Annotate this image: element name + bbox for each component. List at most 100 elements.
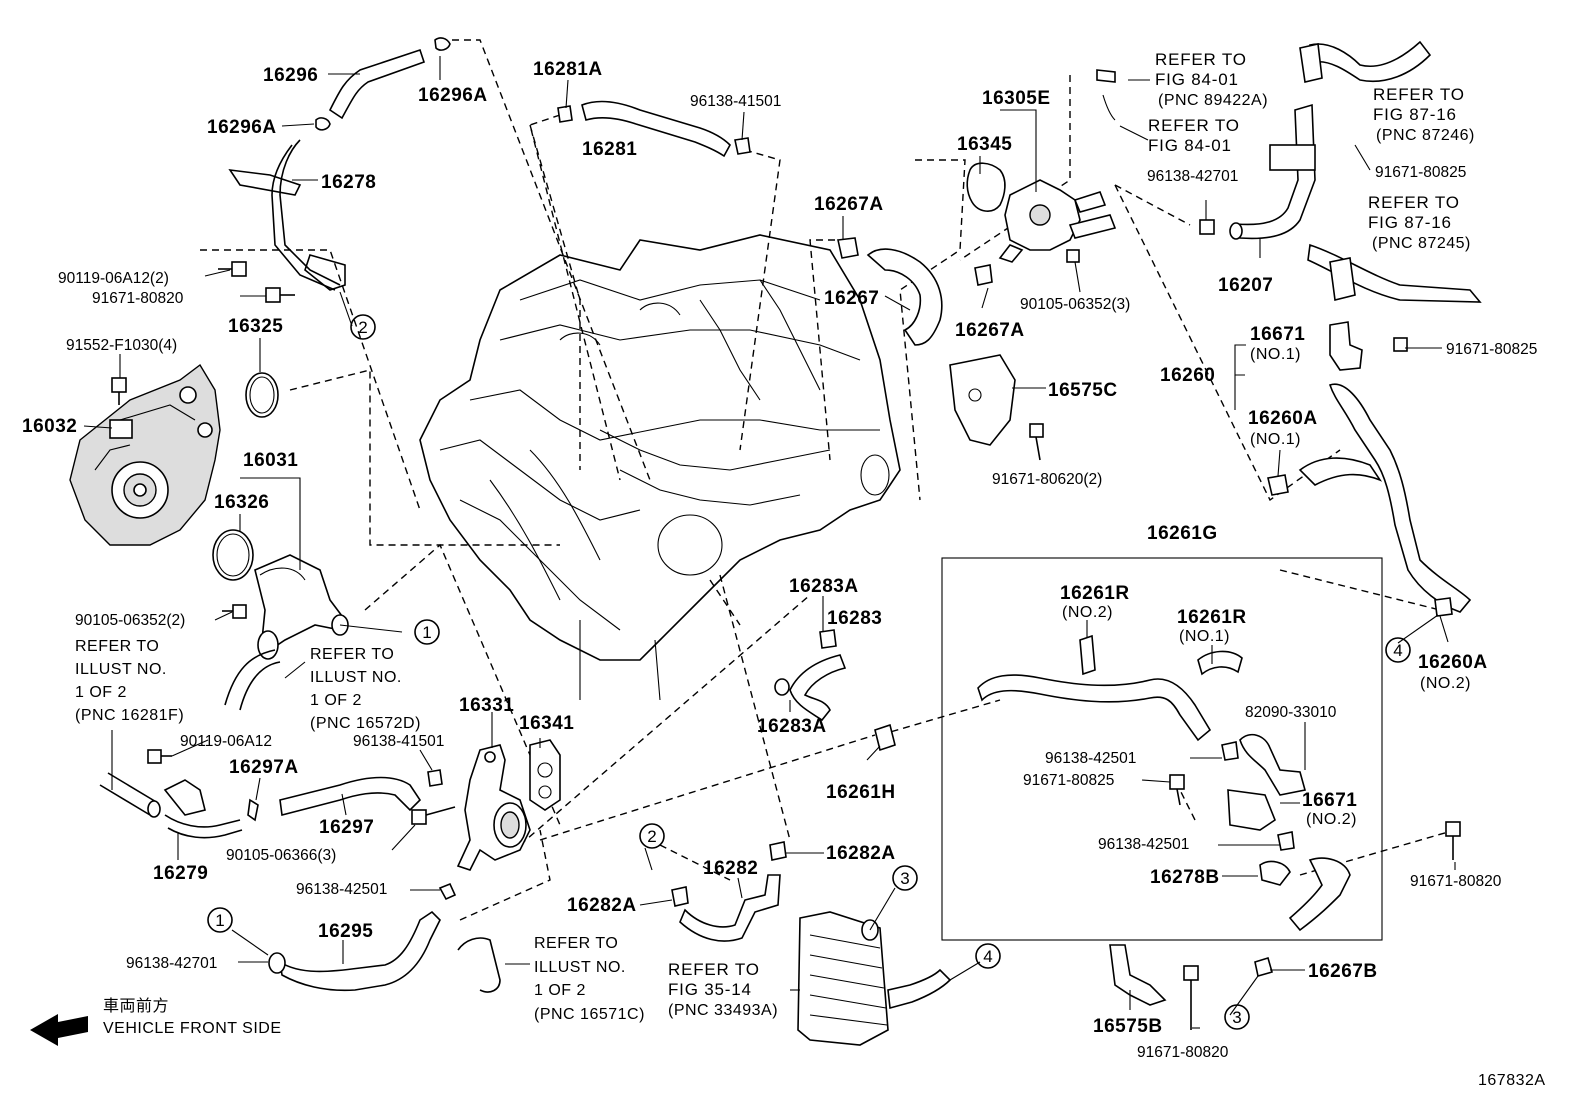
housing-16031 (254, 554, 349, 660)
label-16297A: 16297A (229, 757, 299, 778)
hose-16571C-ref (457, 937, 501, 993)
ref1-line3: (PNC 89422A) (1158, 92, 1268, 109)
label-96138-42701-a: 96138-42701 (1147, 168, 1238, 185)
label-91671-80825-b: 91671-80825 (1446, 341, 1537, 358)
ref5-line2: ILLUST NO. (75, 661, 167, 678)
label-91671-80825-c: 91671-80825 (1023, 772, 1114, 789)
hose-16295 (268, 882, 457, 992)
label-16297: 16297 (319, 817, 374, 838)
pipe-16278 (228, 139, 346, 291)
switch-16671-no2 (1169, 733, 1307, 851)
label-16278: 16278 (321, 172, 376, 193)
gasket-16341 (529, 739, 561, 811)
ref3-line2: FIG 87-16 (1373, 105, 1457, 124)
label-16671-no1-sub: (NO.1) (1250, 346, 1301, 363)
label-16261G: 16261G (1147, 523, 1218, 544)
ref6-line3: 1 OF 2 (310, 692, 362, 709)
label-16575B: 16575B (1093, 1016, 1163, 1037)
label-91671-80820-a: 91671-80820 (92, 290, 184, 307)
ref3-line3: (PNC 87246) (1376, 127, 1475, 144)
solid-leader-lines (83, 56, 1456, 1029)
parts-bottom-right (1109, 821, 1461, 1030)
hose-16296 (315, 37, 451, 131)
label-16296: 16296 (263, 65, 318, 86)
label-16281: 16281 (582, 139, 637, 160)
label-16345: 16345 (957, 134, 1012, 155)
circle-ref-3a: 3 (900, 869, 909, 888)
ref6-line1: REFER TO (310, 646, 394, 663)
ref5-line1: REFER TO (75, 638, 159, 655)
circle-ref-3b: 3 (1232, 1008, 1241, 1027)
label-96138-42701-b: 96138-42701 (126, 955, 217, 972)
hose-16261R (977, 634, 1243, 742)
sensor-ref-84-01 (1096, 69, 1116, 121)
label-91671-80620-2: 91671-80620(2) (992, 471, 1102, 488)
label-96138-42501-c: 96138-42501 (296, 881, 387, 898)
label-16267A-b: 16267A (955, 320, 1025, 341)
label-90119-06A12-2: 90119-06A12(2) (58, 270, 169, 287)
label-16305E: 16305E (982, 88, 1051, 109)
ref8-line1: REFER TO (668, 960, 760, 979)
label-90119-06A12: 90119-06A12 (180, 733, 272, 750)
label-16267B: 16267B (1308, 961, 1378, 982)
label-91671-80820-c: 91671-80820 (1137, 1044, 1229, 1061)
label-16575C: 16575C (1048, 380, 1118, 401)
label-16031: 16031 (243, 450, 298, 471)
label-16282A-a: 16282A (826, 843, 896, 864)
vehicle-front-arrow-icon (30, 1014, 88, 1046)
ref7-line2: ILLUST NO. (534, 959, 626, 976)
hose-16297 (279, 769, 443, 817)
diagram-code: 167832A (1478, 1072, 1546, 1089)
label-16671-no1: 16671 (1250, 324, 1305, 345)
ref5-line3: 1 OF 2 (75, 684, 127, 701)
circled-references: 2 1 1 2 3 4 4 3 (207, 314, 1411, 1030)
label-16267A-a: 16267A (814, 194, 884, 215)
label-16296A-left: 16296A (207, 117, 277, 138)
circle-ref-4b: 4 (1393, 641, 1402, 660)
label-16267: 16267 (824, 288, 879, 309)
gasket-16325 (245, 372, 279, 418)
label-16326: 16326 (214, 492, 269, 513)
label-90105-06352-3: 90105-06352(3) (1020, 296, 1130, 313)
label-16260A-no1: 16260A (1248, 408, 1318, 429)
switch-16671-no1 (1329, 321, 1408, 371)
label-16261R-no2-sub: (NO.2) (1062, 604, 1113, 621)
ref4-line3: (PNC 87245) (1372, 235, 1471, 252)
label-16260A-no2: 16260A (1418, 652, 1488, 673)
hose-ref-87246 (1299, 40, 1432, 83)
hose-16267 (837, 237, 993, 346)
label-16260A-no1-sub: (NO.1) (1250, 431, 1301, 448)
ref3-line1: REFER TO (1373, 85, 1465, 104)
ref7-line4: (PNC 16571C) (534, 1006, 645, 1023)
hoses-lower-left (99, 649, 281, 839)
label-96138-42501-a: 96138-42501 (1045, 750, 1136, 767)
hoses-16260 (1267, 383, 1472, 617)
part-labels: 16296 16296A 16296A 16278 90119-06A12(2)… (22, 59, 1537, 1061)
label-16261R-no1: 16261R (1177, 607, 1247, 628)
label-16278B: 16278B (1150, 867, 1220, 888)
circle-ref-1b: 1 (215, 911, 224, 930)
label-91552-F1030-4: 91552-F1030(4) (66, 337, 177, 354)
clip-16261H (874, 723, 896, 752)
label-16279: 16279 (153, 863, 208, 884)
label-16283A-a: 16283A (789, 576, 859, 597)
ref7-line1: REFER TO (534, 935, 618, 952)
label-16282: 16282 (703, 858, 758, 879)
label-16296A-top: 16296A (418, 85, 488, 106)
water-pump-16032 (69, 363, 221, 546)
label-16282A-b: 16282A (567, 895, 637, 916)
circle-ref-1a: 1 (422, 623, 431, 642)
oil-cooler-ref-35-14 (797, 911, 952, 1046)
ref8-line3: (PNC 33493A) (668, 1002, 778, 1019)
ref4-line2: FIG 87-16 (1368, 213, 1452, 232)
label-96138-42501-b: 96138-42501 (1098, 836, 1189, 853)
valve-16207 (1199, 103, 1316, 240)
label-16283A-b: 16283A (757, 716, 827, 737)
hose-16283 (774, 629, 847, 722)
label-90105-06366-3: 90105-06366(3) (226, 847, 336, 864)
circle-ref-2b: 2 (647, 827, 656, 846)
label-96138-41501-b: 96138-41501 (353, 733, 444, 750)
circle-ref-4a: 4 (983, 947, 992, 966)
ref5-line4: (PNC 16281F) (75, 707, 184, 724)
